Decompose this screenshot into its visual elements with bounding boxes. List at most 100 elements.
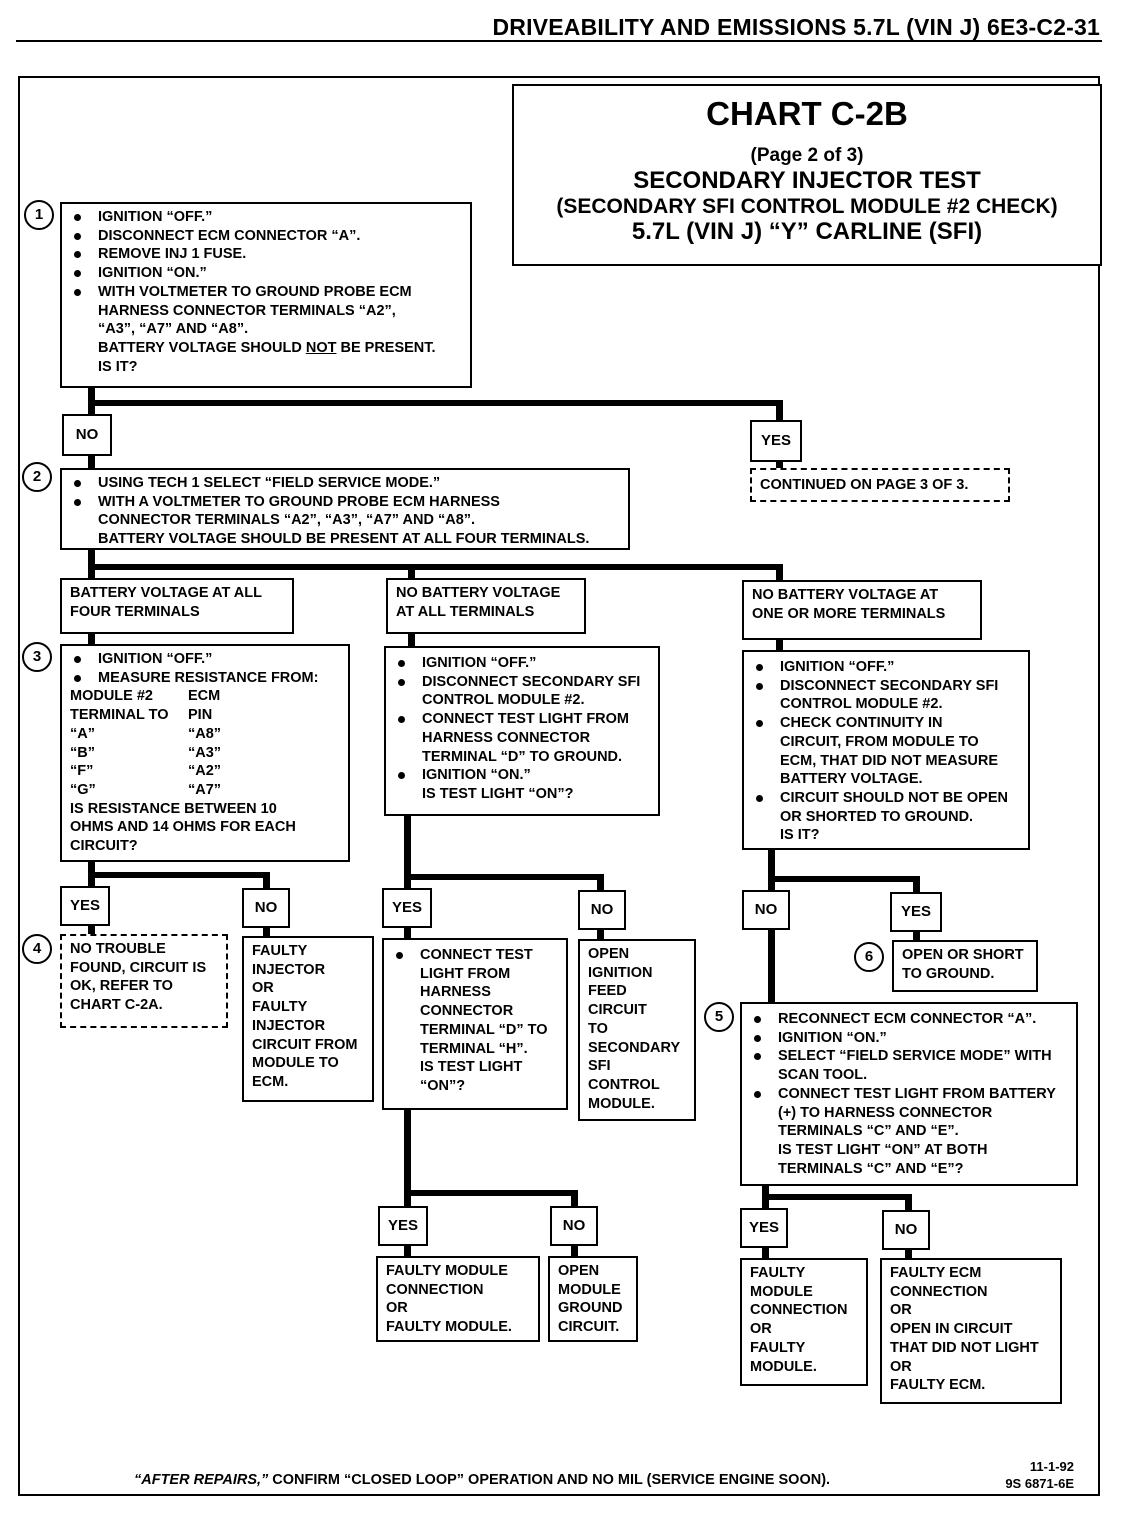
right-text: CONTROL MODULE #2. <box>780 696 943 713</box>
branch-c-text: NO BATTERY VOLTAGE AT <box>752 587 939 603</box>
mid-yes-label: YES <box>382 888 432 928</box>
step-1-question: BATTERY VOLTAGE SHOULD NOT BE PRESENT. <box>98 339 436 356</box>
mid-text: TERMINAL “D” TO GROUND. <box>422 748 623 765</box>
open-ignition-text: FEED <box>588 983 627 1000</box>
chart-title-block: CHART C-2B (Page 2 of 3) SECONDARY INJEC… <box>512 84 1102 266</box>
faulty-injector-text: FAULTY <box>252 943 308 959</box>
table-cell: “A” <box>70 725 95 742</box>
faulty-injector-text: MODULE TO <box>252 1055 339 1072</box>
step-5-text: SCAN TOOL. <box>778 1067 868 1084</box>
branch-c-text: ONE OR MORE TERMINALS <box>752 605 946 622</box>
table-cell: MODULE #2 <box>70 688 153 705</box>
right-bullet: IGNITION “OFF.” <box>752 658 1020 677</box>
table-cell: PIN <box>188 707 213 724</box>
open-ignition-text: IGNITION <box>588 964 653 981</box>
step-1-text: HARNESS CONNECTOR TERMINALS “A2”, <box>98 302 396 319</box>
step-1-yes-label: YES <box>750 420 802 462</box>
faulty-ecm-text: OR <box>890 1302 912 1319</box>
faulty-injector-text: OR <box>252 980 274 997</box>
step-5-bullet: SELECT “FIELD SERVICE MODE” WITH <box>750 1047 1068 1066</box>
step-number-6: 6 <box>854 942 884 972</box>
faulty-module-2-text: OR <box>750 1321 772 1338</box>
open-ignition-text: CONTROL <box>588 1076 660 1093</box>
right-bullet: CHECK CONTINUITY IN <box>752 714 1020 733</box>
step-5-question: IS TEST LIGHT “ON” AT BOTH <box>778 1141 988 1158</box>
test-light-box: IGNITION “OFF.” DISCONNECT SECONDARY SFI… <box>384 646 660 816</box>
faulty-ecm-text: THAT DID NOT LIGHT <box>890 1339 1039 1356</box>
right-yes-label: YES <box>890 892 942 932</box>
right-no-label: NO <box>742 890 790 930</box>
step-2-box: USING TECH 1 SELECT “FIELD SERVICE MODE.… <box>60 468 630 550</box>
right-text: OR SHORTED TO GROUND. <box>780 808 974 825</box>
right-question: IS IT? <box>780 827 820 844</box>
connect-bullet: CONNECT TEST <box>392 946 558 965</box>
open-ground-text: CIRCUIT. <box>558 1319 620 1336</box>
faulty-module-2-text: MODULE <box>750 1283 813 1300</box>
table-cell: “G” <box>70 781 96 798</box>
faulty-module-box-2: FAULTY MODULE CONNECTION OR FAULTY MODUL… <box>740 1258 868 1386</box>
branch-b-text: NO BATTERY VOLTAGE <box>396 585 561 601</box>
table-cell: TERMINAL TO <box>70 707 169 724</box>
step-3-box: IGNITION “OFF.” MEASURE RESISTANCE FROM:… <box>60 644 350 862</box>
open-ignition-text: OPEN <box>588 946 630 962</box>
revision-code: 9S 6871-6E <box>1005 1476 1074 1491</box>
right-bullet: DISCONNECT SECONDARY SFI <box>752 677 1020 696</box>
step-number-2: 2 <box>22 462 52 492</box>
open-ignition-box: OPEN IGNITION FEED CIRCUIT TO SECONDARY … <box>578 939 696 1121</box>
step-1-no-label: NO <box>62 414 112 456</box>
open-ground-text: MODULE <box>558 1281 621 1298</box>
connect-text: TERMINAL “H”. <box>420 1040 528 1057</box>
open-ground-text: GROUND <box>558 1300 623 1317</box>
table-cell: “A7” <box>188 781 222 798</box>
step-1-box: IGNITION “OFF.” DISCONNECT ECM CONNECTOR… <box>60 202 472 388</box>
branch-a-text: FOUR TERMINALS <box>70 603 200 620</box>
mid-bullet: IGNITION “OFF.” <box>394 654 650 673</box>
branch-a-label: BATTERY VOLTAGE AT ALL FOUR TERMINALS <box>60 578 294 634</box>
step-2-bullet: USING TECH 1 SELECT “FIELD SERVICE MODE.… <box>70 474 620 493</box>
step-5-question: TERMINALS “C” AND “E”? <box>778 1160 964 1177</box>
faulty-module-2-text: CONNECTION <box>750 1302 848 1319</box>
step-5-no-label: NO <box>882 1210 930 1250</box>
step-3-question: IS RESISTANCE BETWEEN 10 <box>70 800 277 817</box>
table-cell: “A2” <box>188 763 222 780</box>
step-1-question: IS IT? <box>98 358 138 375</box>
open-ignition-text: CIRCUIT <box>588 1002 647 1019</box>
continuity-box: IGNITION “OFF.” DISCONNECT SECONDARY SFI… <box>742 650 1030 850</box>
table-cell: “F” <box>70 763 94 780</box>
open-module-ground-box: OPEN MODULE GROUND CIRCUIT. <box>548 1256 638 1342</box>
connect-text: TERMINAL “D” TO <box>420 1021 548 1038</box>
step-6-box: OPEN OR SHORT TO GROUND. <box>892 940 1038 992</box>
faulty-module-2-text: MODULE. <box>750 1358 817 1375</box>
step-1-bullet: REMOVE INJ 1 FUSE. <box>70 245 462 264</box>
faulty-module-text: FAULTY MODULE. <box>386 1319 512 1336</box>
step-6-text: OPEN OR SHORT <box>902 947 1024 963</box>
faulty-ecm-box: FAULTY ECM CONNECTION OR OPEN IN CIRCUIT… <box>880 1258 1062 1404</box>
step-4-box: NO TROUBLE FOUND, CIRCUIT IS OK, REFER T… <box>60 934 228 1028</box>
step-3-bullet: MEASURE RESISTANCE FROM: <box>70 669 340 688</box>
mid-bullet: IGNITION “ON.” <box>394 766 650 785</box>
chart-name: SECONDARY INJECTOR TEST <box>633 167 981 194</box>
header-rule <box>16 40 1102 42</box>
faulty-module-text: FAULTY MODULE <box>386 1263 508 1279</box>
faulty-module-2-text: FAULTY <box>750 1339 806 1356</box>
faulty-ecm-text: OR <box>890 1358 912 1375</box>
page-header: DRIVEABILITY AND EMISSIONS 5.7L (VIN J) … <box>492 14 1100 40</box>
faulty-module-2-text: FAULTY <box>750 1265 806 1281</box>
branch-c-label: NO BATTERY VOLTAGE AT ONE OR MORE TERMIN… <box>742 580 982 640</box>
diagram-frame <box>18 76 1100 1496</box>
faulty-ecm-text: FAULTY ECM. <box>890 1377 986 1394</box>
step-4-text: FOUND, CIRCUIT IS <box>70 959 207 976</box>
branch-a-text: BATTERY VOLTAGE AT ALL <box>70 585 262 601</box>
footer-note: “AFTER REPAIRS,” CONFIRM “CLOSED LOOP” O… <box>134 1472 831 1488</box>
step-5-bullet: CONNECT TEST LIGHT FROM BATTERY <box>750 1085 1068 1104</box>
step-4-text: OK, REFER TO <box>70 978 173 995</box>
step-4-text: CHART C-2A. <box>70 997 163 1014</box>
branch-b-text: AT ALL TERMINALS <box>396 603 535 620</box>
step-3-bullet: IGNITION “OFF.” <box>70 650 340 669</box>
step-number-4: 4 <box>22 934 52 964</box>
right-text: BATTERY VOLTAGE. <box>780 771 923 788</box>
connect-yes-label: YES <box>378 1206 428 1246</box>
faulty-ecm-text: FAULTY ECM <box>890 1265 982 1281</box>
open-ignition-text: SFI <box>588 1058 611 1075</box>
chart-page: (Page 2 of 3) <box>750 145 864 166</box>
